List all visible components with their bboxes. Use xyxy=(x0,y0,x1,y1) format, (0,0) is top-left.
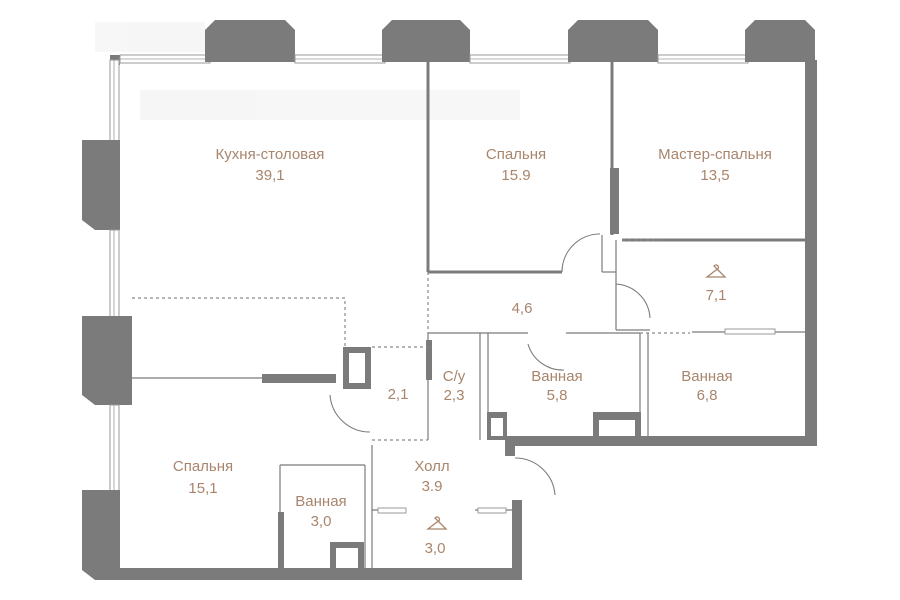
room-area: 6,8 xyxy=(697,387,718,404)
room-area: 2,1 xyxy=(388,386,409,403)
room-area: 4,6 xyxy=(512,300,533,317)
room-area: 15.9 xyxy=(501,167,530,184)
room-area: 7,1 xyxy=(706,287,727,304)
room-area: 3,0 xyxy=(311,513,332,530)
room-name: Холл xyxy=(414,458,449,475)
hanger-icon xyxy=(426,516,448,530)
room-area: 15,1 xyxy=(188,480,217,497)
zone-boundaries xyxy=(132,239,690,441)
interior-walls xyxy=(132,62,805,568)
room-small-21: 2,1 xyxy=(388,386,409,403)
background-ghost xyxy=(95,22,520,120)
room-name: Спальня xyxy=(486,146,546,163)
room-name: С/у xyxy=(443,368,466,385)
room-wc: С/у 2,3 xyxy=(443,368,466,404)
room-bathroom-3: Ванная 3,0 xyxy=(295,493,346,530)
hanger-icon xyxy=(705,264,727,278)
room-bedroom-1: Спальня 15.9 xyxy=(486,146,546,184)
room-name: Спальня xyxy=(173,458,233,475)
room-name: Ванная xyxy=(531,368,582,385)
room-name: Кухня-столовая xyxy=(216,146,325,163)
room-corridor: 4,6 xyxy=(512,300,533,317)
exterior-walls xyxy=(82,20,817,580)
room-name: Мастер-спальня xyxy=(658,146,772,163)
fixtures xyxy=(330,412,641,568)
room-hall: Холл 3.9 xyxy=(414,458,449,495)
room-kitchen-dining: Кухня-столовая 39,1 xyxy=(216,146,325,184)
room-wardrobe-2: 3,0 xyxy=(425,540,446,557)
room-area: 3,0 xyxy=(425,540,446,557)
room-area: 39,1 xyxy=(255,167,284,184)
room-bathroom-1: Ванная 5,8 xyxy=(531,368,582,404)
room-area: 13,5 xyxy=(700,167,729,184)
room-bathroom-2: Ванная 6,8 xyxy=(681,368,732,404)
room-area: 2,3 xyxy=(444,387,465,404)
room-name: Ванная xyxy=(681,368,732,385)
room-master-bedroom: Мастер-спальня 13,5 xyxy=(658,146,772,184)
room-wardrobe-1: 7,1 xyxy=(706,287,727,304)
room-area: 3.9 xyxy=(422,478,443,495)
door-swings xyxy=(329,233,651,496)
room-name: Ванная xyxy=(295,493,346,510)
room-bedroom-2: Спальня 15,1 xyxy=(173,458,233,497)
room-area: 5,8 xyxy=(547,387,568,404)
